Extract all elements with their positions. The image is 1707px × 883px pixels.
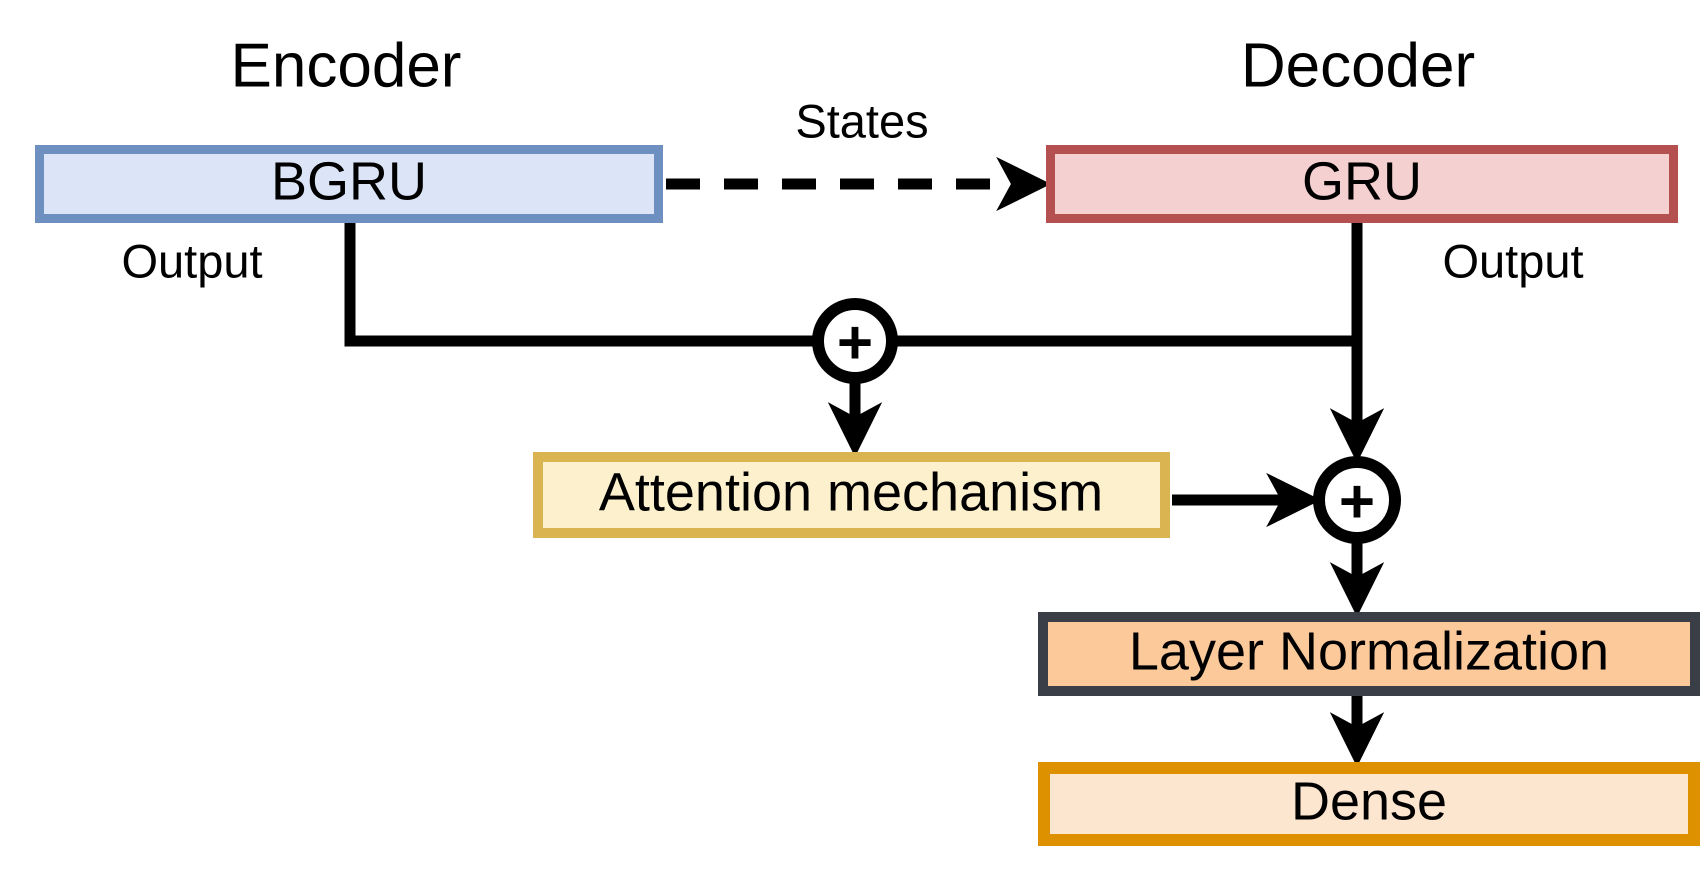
- add-operator-encoder-decoder-symbol: +: [837, 309, 873, 378]
- bgru-node-fill: [44, 154, 654, 214]
- decoder-output-label: Output: [1442, 234, 1583, 287]
- add-operator-attention-decoder[interactable]: +: [1313, 456, 1401, 544]
- attention-node-label: Attention mechanism: [599, 462, 1103, 522]
- attention-node[interactable]: Attention mechanism: [533, 452, 1170, 538]
- gru-node-fill: [1055, 154, 1669, 214]
- decoder-title: Decoder: [1241, 31, 1475, 100]
- dense-node-fill: [1050, 774, 1688, 834]
- decoder-output-to-add-connector: [892, 218, 1363, 347]
- bgru-node-label: BGRU: [271, 151, 427, 211]
- dense-node-label: Dense: [1291, 771, 1447, 831]
- states-label: States: [795, 94, 928, 147]
- add-operator-encoder-decoder[interactable]: +: [812, 298, 898, 384]
- layer-normalization-node-label: Layer Normalization: [1129, 621, 1609, 681]
- encoder-output-label: Output: [121, 234, 262, 287]
- bgru-node[interactable]: BGRU: [35, 145, 663, 223]
- layer-normalization-node-fill: [1048, 622, 1690, 686]
- encoder-title: Encoder: [231, 31, 462, 100]
- attention-node-fill: [543, 462, 1160, 528]
- layer-normalization-node[interactable]: Layer Normalization: [1038, 612, 1700, 696]
- dense-node[interactable]: Dense: [1038, 762, 1700, 846]
- add-operator-attention-decoder-circle: [1313, 456, 1401, 544]
- encoder-output-connector: [344, 218, 818, 347]
- gru-node[interactable]: GRU: [1046, 145, 1678, 223]
- add-operator-encoder-decoder-circle: [812, 298, 898, 384]
- add-operator-attention-decoder-symbol: +: [1339, 468, 1375, 537]
- gru-node-label: GRU: [1302, 151, 1422, 211]
